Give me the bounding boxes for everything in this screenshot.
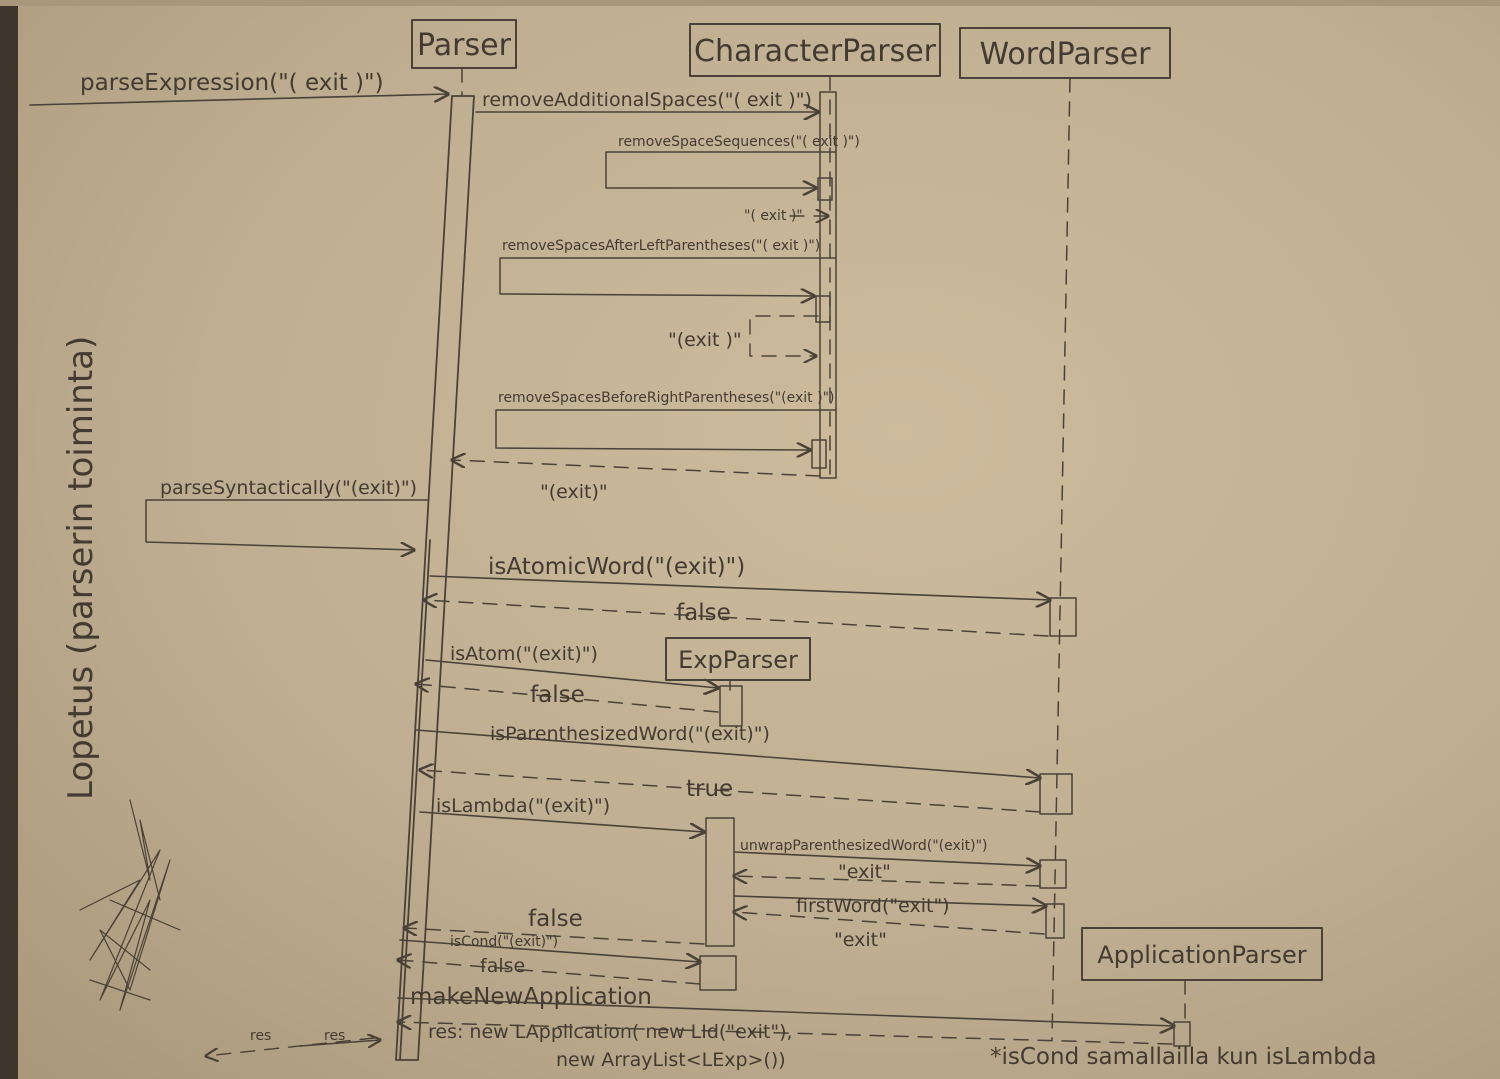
- svg-text:ExpParser: ExpParser: [678, 646, 798, 674]
- msg-first-word: firstWord("exit"): [796, 895, 950, 917]
- page-top-edge: [0, 0, 1500, 6]
- activation-exp-1: [719, 685, 743, 727]
- msg-res-line-1: res: new LApplication( new LId("exit"),: [428, 1021, 793, 1043]
- msg-is-cond: isCond("(exit)"): [450, 934, 558, 950]
- svg-text:Parser: Parser: [417, 28, 512, 63]
- msg-is-parenthesized-word: isParenthesizedWord("(exit)"): [490, 723, 770, 745]
- activation-wp-2: [1039, 773, 1073, 815]
- activation-wp-4: [1045, 903, 1065, 939]
- participant-character-parser: CharacterParser: [689, 23, 941, 77]
- arrow-res: [398, 1022, 1173, 1045]
- participant-application-parser: ApplicationParser: [1081, 927, 1323, 981]
- msg-parse-expression: parseExpression("( exit )"): [80, 70, 384, 96]
- page-edge: [0, 0, 18, 1079]
- msg-false-1: false: [676, 600, 731, 626]
- arrow-is-parenthesized-word: [415, 729, 1040, 778]
- svg-text:CharacterParser: CharacterParser: [694, 34, 937, 69]
- arrow-is-atomic-word: [429, 575, 1050, 600]
- arrow-false-3: [404, 928, 705, 945]
- arrow-false-4: [398, 960, 701, 985]
- msg-return-2: "(exit )": [668, 329, 742, 351]
- activation-exp-2: [705, 817, 735, 947]
- msg-false-4: false: [480, 955, 525, 977]
- activation-cp-3: [811, 439, 827, 469]
- msg-exit-1: "exit": [838, 861, 891, 883]
- activation-exp-3: [699, 955, 737, 991]
- msg-remove-spaces-after-left: removeSpacesAfterLeftParentheses("( exit…: [502, 238, 820, 254]
- msg-res-left-1: res: [250, 1028, 271, 1044]
- msg-false-3: false: [528, 906, 583, 932]
- arrow-remove-spaces-after-left: [499, 257, 837, 296]
- arrow-return-3: [452, 460, 821, 477]
- side-note: Lopetus (parserin toiminta): [61, 336, 101, 800]
- arrow-unwrap: [733, 851, 1040, 866]
- arrow-make-new-application: [397, 997, 1174, 1026]
- svg-text:WordParser: WordParser: [980, 37, 1152, 72]
- arrow-exit-1: [734, 876, 1041, 887]
- activation-parser-inner: [399, 539, 431, 1061]
- arrow-res-left-1: [206, 1037, 375, 1056]
- arrow-false-1: [424, 600, 1049, 637]
- msg-remove-additional-spaces: removeAdditionalSpaces("( exit )"): [482, 89, 812, 111]
- arrow-is-lambda: [419, 811, 704, 832]
- arrow-remove-space-sequences: [605, 151, 837, 188]
- scribble: [79, 799, 181, 1011]
- msg-res-line-2: new ArrayList<LExp>()): [556, 1049, 786, 1071]
- msg-exit-2: "exit": [834, 929, 887, 951]
- msg-return-1: "( exit )": [744, 208, 803, 224]
- msg-true: true: [686, 776, 733, 802]
- participant-parser: Parser: [411, 19, 517, 69]
- activation-wp-1: [1049, 597, 1077, 637]
- arrow-res-left-2: [299, 1040, 380, 1046]
- activation-cp-2: [815, 295, 831, 323]
- msg-return-3: "(exit)": [540, 481, 608, 503]
- msg-remove-space-sequences: removeSpaceSequences("( exit )"): [618, 134, 860, 150]
- arrow-is-atom: [425, 659, 718, 688]
- msg-is-lambda: isLambda("(exit)"): [436, 795, 610, 817]
- msg-remove-spaces-before-right: removeSpacesBeforeRightParentheses("(exi…: [498, 390, 834, 406]
- participant-word-parser: WordParser: [959, 27, 1171, 79]
- msg-parse-syntactically: parseSyntactically("(exit)"): [160, 477, 417, 499]
- msg-is-atom: isAtom("(exit)"): [450, 643, 598, 665]
- arrow-remove-spaces-before-right: [495, 409, 837, 450]
- msg-is-atomic-word: isAtomicWord("(exit)"): [488, 554, 745, 580]
- msg-make-new-application: makeNewApplication: [410, 984, 652, 1010]
- participant-exp-parser: ExpParser: [665, 637, 811, 681]
- msg-res-left-2: res: [324, 1028, 345, 1044]
- activation-application-parser: [1173, 1021, 1191, 1047]
- activation-parser: [395, 95, 475, 1061]
- lifeline-word-parser: [1051, 77, 1071, 1041]
- arrow-return-2: [749, 315, 819, 356]
- msg-false-2: false: [530, 682, 585, 708]
- arrow-is-cond: [399, 939, 700, 962]
- footnote: *isCond samallailla kun isLambda: [990, 1044, 1377, 1070]
- activation-character-parser: [819, 91, 837, 479]
- activation-wp-3: [1039, 859, 1067, 889]
- arrow-first-word: [733, 895, 1046, 906]
- msg-unwrap: unwrapParenthesizedWord("(exit)"): [740, 838, 988, 854]
- arrow-parse-expression: [29, 94, 448, 106]
- arrow-parse-syntactically: [145, 499, 429, 550]
- arrow-exit-2: [734, 912, 1045, 935]
- arrow-false-2: [416, 684, 719, 713]
- svg-text:ApplicationParser: ApplicationParser: [1097, 941, 1306, 969]
- arrow-true: [420, 770, 1041, 813]
- activation-cp-1: [817, 177, 833, 201]
